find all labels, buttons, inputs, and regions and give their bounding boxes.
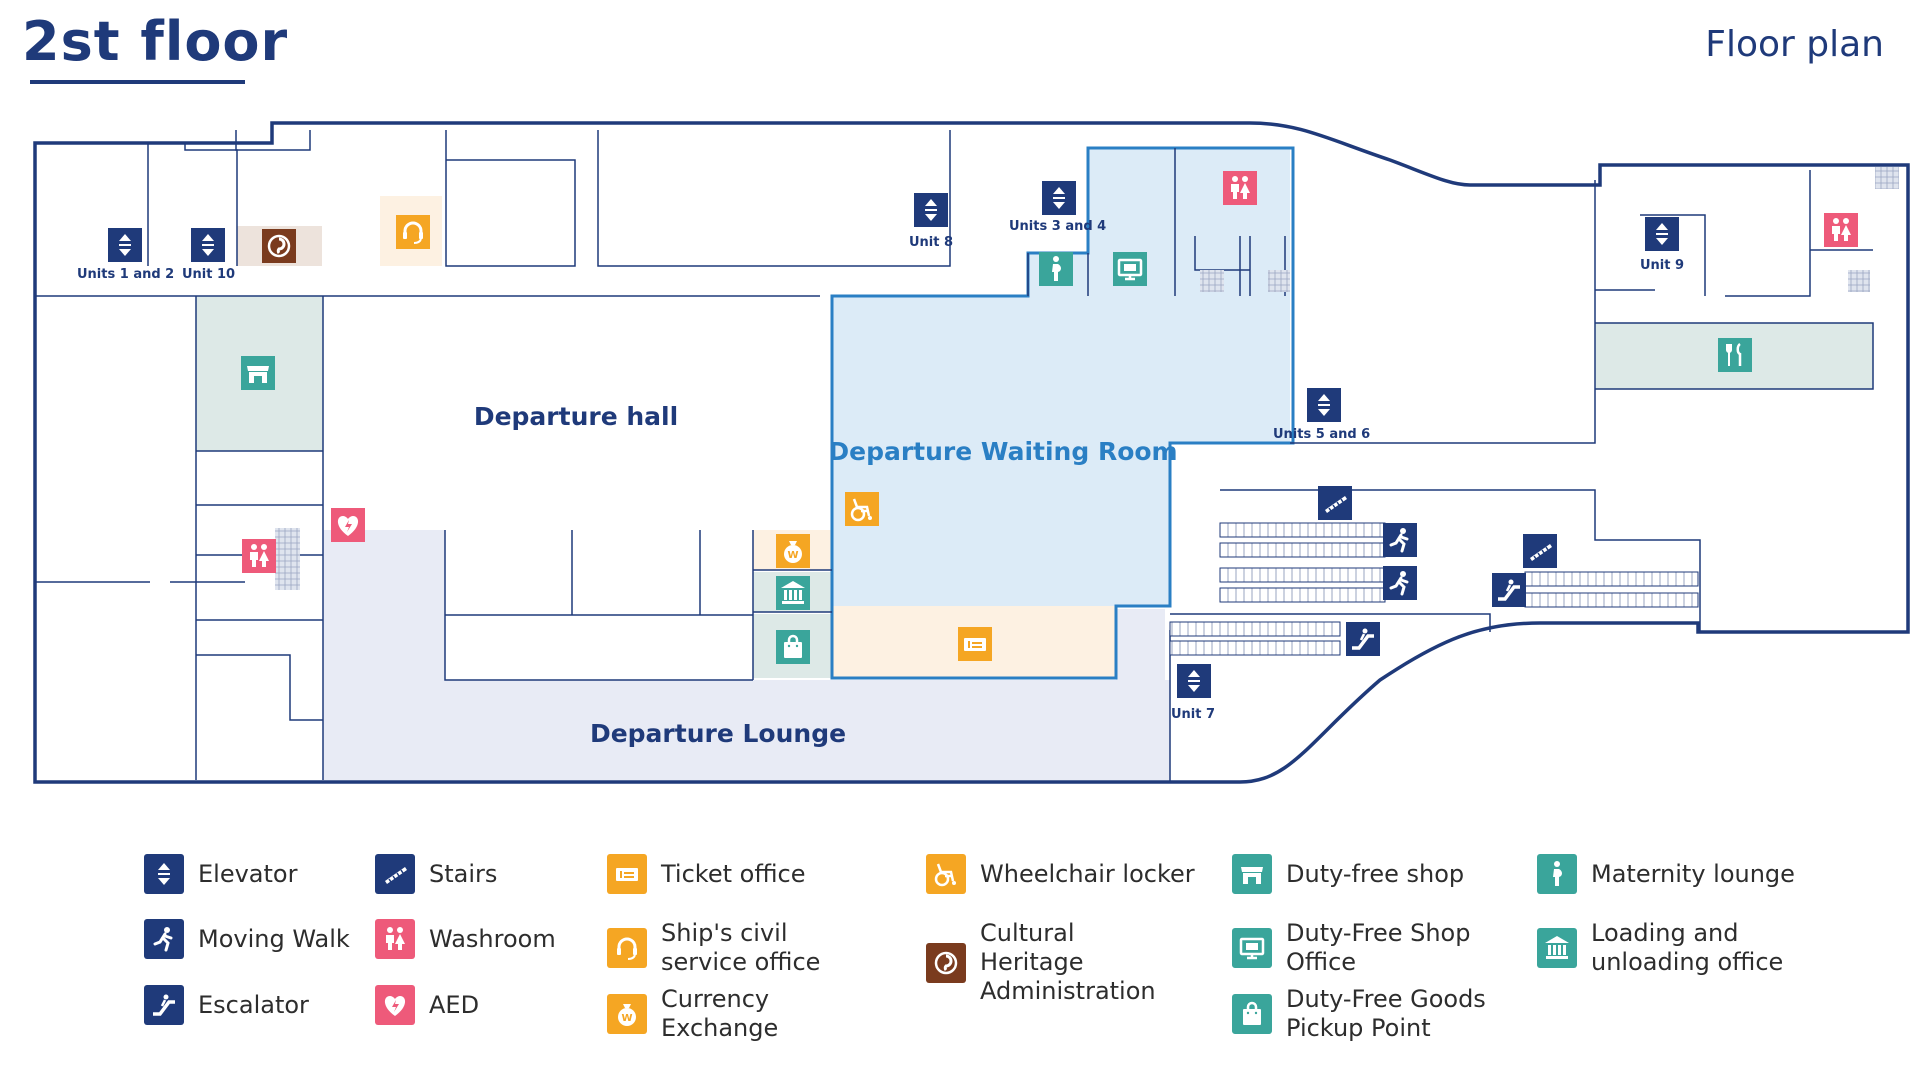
stairs-icon[interactable] [1523, 534, 1557, 568]
elevator-icon[interactable] [1177, 664, 1211, 698]
map-icons [108, 171, 1858, 698]
departure-waiting-room-label: Departure Waiting Room [828, 437, 1177, 466]
moving-walk-icon[interactable] [1383, 566, 1417, 600]
departure-lounge-area [323, 530, 1170, 780]
elevator-icon[interactable] [914, 193, 948, 227]
monitor-icon[interactable] [1113, 252, 1147, 286]
washroom-icon[interactable] [242, 539, 276, 573]
page-title: 2st floor [22, 10, 289, 73]
elevator-icon[interactable] [1042, 181, 1076, 215]
hatch-area [1268, 270, 1290, 292]
title-underline [30, 80, 245, 84]
building-outline [33, 121, 1910, 784]
elevator-icon[interactable] [1307, 388, 1341, 422]
unit-label: Unit 7 [1171, 707, 1215, 722]
interior-walls [35, 130, 1874, 782]
page-subtitle: Floor plan [1705, 24, 1884, 65]
unit-label: Units 3 and 4 [1009, 219, 1106, 234]
unit-label: Units 1 and 2 [77, 267, 174, 282]
unit-label: Unit 9 [1640, 258, 1684, 273]
escalator-icon[interactable] [1492, 573, 1526, 607]
ticket-icon[interactable] [958, 627, 992, 661]
maternity-icon[interactable] [1039, 252, 1073, 286]
hatch-area [1875, 167, 1899, 189]
headset-icon[interactable] [396, 215, 430, 249]
heritage-icon[interactable] [262, 229, 296, 263]
wheelchair-icon[interactable] [845, 492, 879, 526]
hatch-area [1848, 270, 1870, 292]
hatch-area [275, 528, 300, 590]
food-icon[interactable] [1718, 338, 1752, 372]
unit-label: Units 5 and 6 [1273, 427, 1370, 442]
aed-icon[interactable] [331, 508, 365, 542]
moving-walk-icon[interactable] [1383, 523, 1417, 557]
bank-icon[interactable] [776, 576, 810, 610]
departure-hall-label: Departure hall [474, 402, 678, 431]
unit-label: Unit 8 [909, 235, 953, 250]
elevator-icon[interactable] [191, 228, 225, 262]
escalator-icon[interactable] [1346, 622, 1380, 656]
shop-icon[interactable] [241, 356, 275, 390]
washroom-icon[interactable] [1223, 171, 1257, 205]
stairs-icon[interactable] [1318, 486, 1352, 520]
money-bag-icon[interactable] [776, 534, 810, 568]
escalator-rails [1169, 522, 1699, 656]
elevator-icon[interactable] [108, 228, 142, 262]
departure-lounge-label: Departure Lounge [590, 719, 846, 748]
hatch-area [1200, 270, 1224, 292]
elevator-icon[interactable] [1645, 217, 1679, 251]
shopping-bag-icon[interactable] [776, 630, 810, 664]
unit-label: Unit 10 [182, 267, 235, 282]
washroom-icon[interactable] [1824, 213, 1858, 247]
